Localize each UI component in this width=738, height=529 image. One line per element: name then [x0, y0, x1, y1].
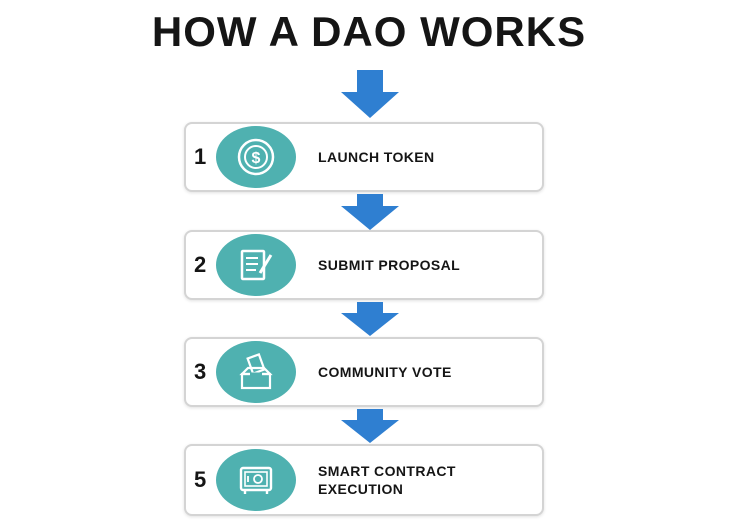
- step-card-2: 2 SUBMIT PROPOSAL: [184, 230, 544, 300]
- ballot-box-icon: [216, 341, 296, 403]
- down-arrow-icon: [339, 194, 401, 232]
- step-card-5: 5 SMART CONTRACT EXECUTION: [184, 444, 544, 516]
- step-label: COMMUNITY VOTE: [318, 364, 452, 380]
- document-pen-icon: [216, 234, 296, 296]
- down-arrow-icon: [339, 409, 401, 445]
- step-card-1: 1 $ LAUNCH TOKEN: [184, 122, 544, 192]
- down-arrow-icon: [339, 302, 401, 338]
- page-title: HOW A DAO WORKS: [151, 8, 587, 55]
- step-label: SMART CONTRACT EXECUTION: [318, 463, 456, 497]
- step-number: 3: [194, 359, 207, 384]
- step-label: LAUNCH TOKEN: [318, 149, 435, 165]
- step-card-3: 3 COMMUNITY VOTE: [184, 337, 544, 407]
- dollar-coin-icon: $: [216, 126, 296, 188]
- down-arrow-icon: [339, 70, 401, 120]
- step-number: 2: [194, 252, 207, 277]
- step-number: 5: [194, 467, 207, 492]
- svg-text:$: $: [252, 150, 261, 167]
- step-label: SUBMIT PROPOSAL: [318, 257, 461, 273]
- safe-icon: [216, 449, 296, 511]
- step-number: 1: [194, 144, 207, 169]
